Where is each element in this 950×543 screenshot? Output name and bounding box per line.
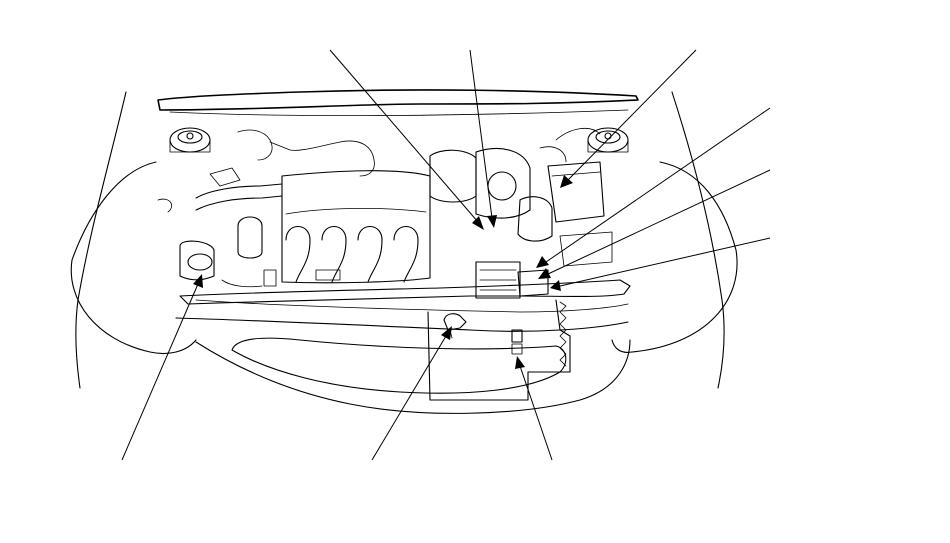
sensor-connector [511,329,523,343]
leader-arrow-1 [472,216,484,230]
intake-runner-2 [321,225,347,283]
leader-line-1 [329,49,479,223]
throttle-body [429,149,477,203]
leader-line-6 [559,237,771,287]
leader-arrow-2 [487,215,497,228]
leader-arrow-4 [536,256,549,268]
leader-arrow-3 [560,175,573,188]
left-wheel-arch [70,161,197,355]
coolant-reservoir [237,216,263,259]
leader-line-9 [519,365,553,461]
front-bumper-upper [175,317,629,332]
leader-line-5 [547,169,771,275]
bumper-grille-opening [231,337,567,394]
callout-leaders [121,49,771,461]
leader-line-4 [545,107,771,263]
vehicle-body-outline [70,89,738,414]
left-strut-tower [169,127,211,153]
abs-modulator [517,196,553,242]
left-fender-outline [75,91,127,389]
leader-arrow-6 [550,280,561,291]
leader-arrow-5 [538,268,551,279]
right-wheel-arch [611,161,738,353]
leader-line-7 [121,283,199,461]
horn-connector [443,313,467,331]
right-fender-outline [671,91,725,389]
wiring-harness-left [237,129,375,177]
cowl-top [157,89,639,111]
intake-manifold [281,170,431,284]
radiator-fins [559,301,567,367]
leader-arrow-9 [515,356,525,369]
front-bumper-lower [195,339,631,414]
intake-runner-3 [357,225,383,283]
intake-runner-1 [285,225,311,283]
radiator-support [179,279,631,401]
headlight-left [179,240,215,281]
radiator-support-frame [179,279,631,305]
left-components [157,129,375,288]
bumper-crease [195,299,629,313]
radiator-core [427,299,571,401]
leader-line-8 [371,335,447,461]
leader-arrow-8 [441,326,452,340]
right-components [429,127,613,299]
fuse-box [475,261,521,299]
intake-runner-4 [393,225,419,283]
leader-line-2 [469,49,493,219]
manifold-plenum [281,170,431,284]
leader-line-3 [567,49,697,181]
leader-arrow-7 [193,274,203,288]
air-intake-duct [195,183,283,211]
battery [547,161,605,223]
cowl-inner [169,109,629,117]
relay-block [517,269,549,297]
